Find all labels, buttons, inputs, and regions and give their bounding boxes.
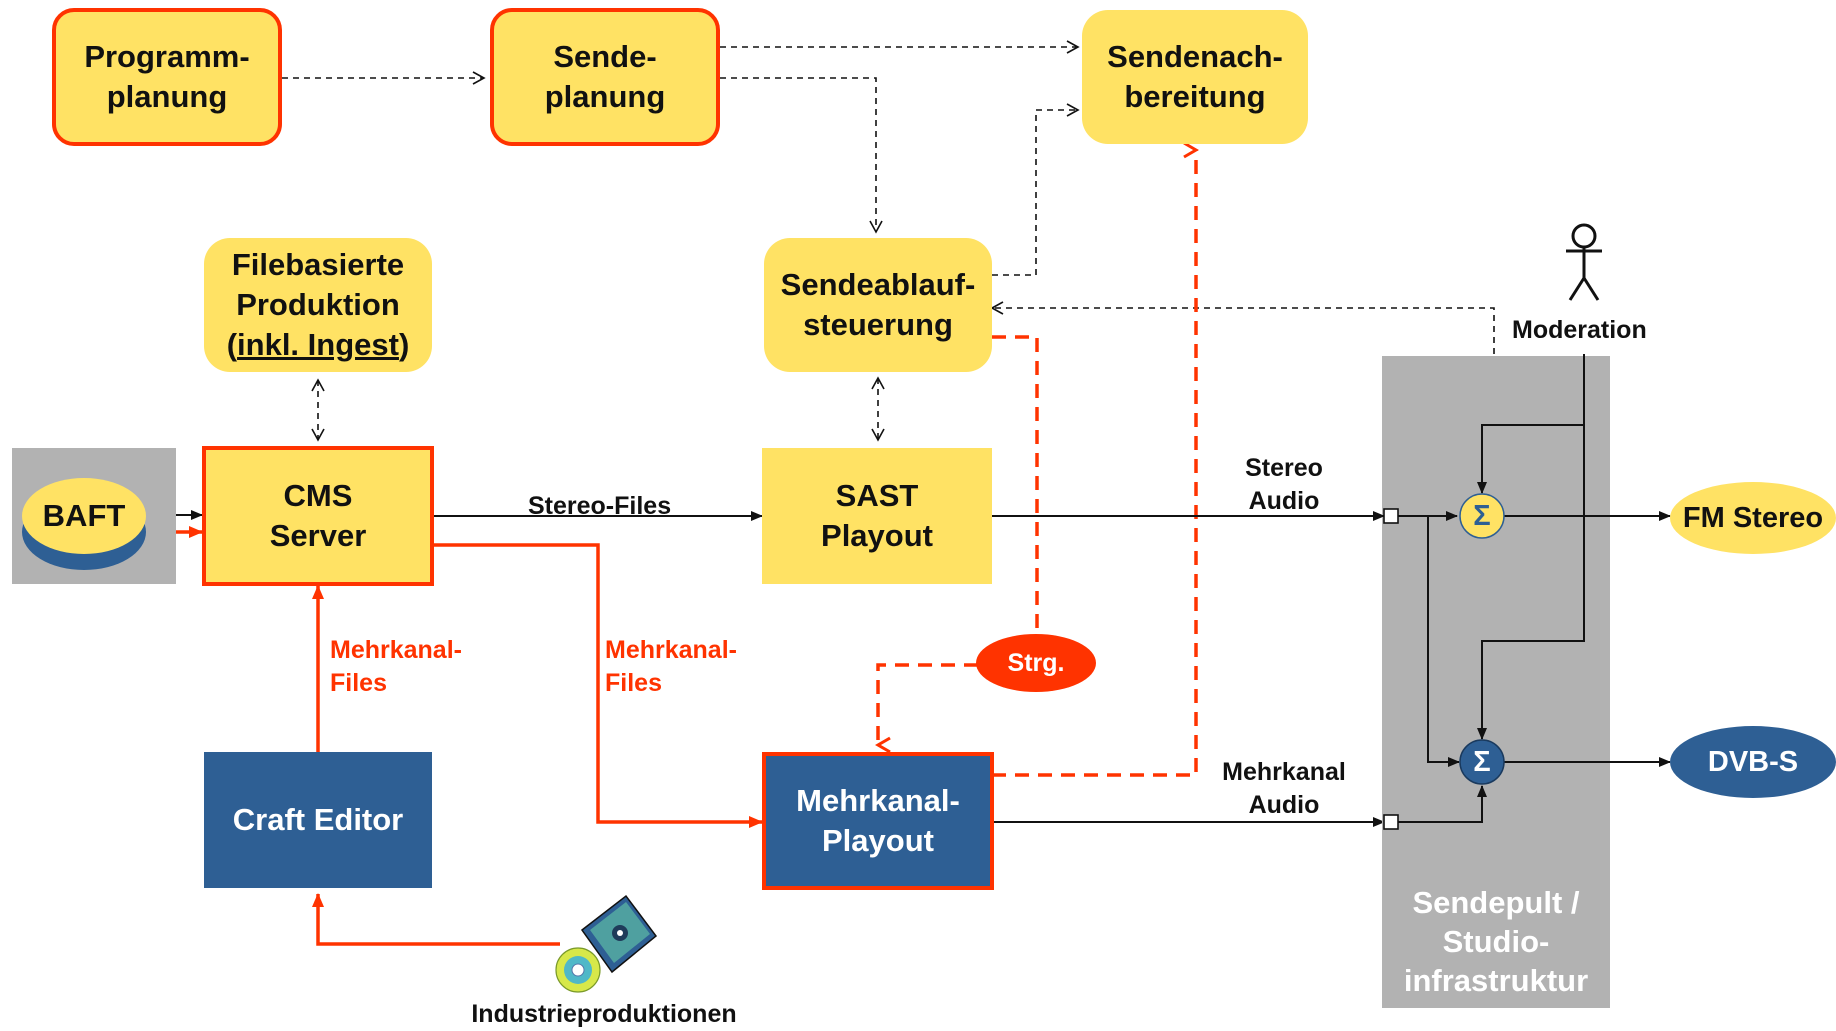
node-sendenachbereitung[interactable]: Sendenach- bereitung xyxy=(1082,10,1308,144)
node-sendeablaufsteuerung[interactable]: Sendeablauf- steuerung xyxy=(764,238,992,372)
filebasiert-line3: (inkl. Ingest) xyxy=(226,327,410,363)
label-stereo-files: Stereo-Files xyxy=(528,492,672,520)
node-craft-editor[interactable]: Craft Editor xyxy=(204,752,432,888)
panel-moderation-to-sum2 xyxy=(1477,425,1585,740)
sum-node-stereo xyxy=(1459,493,1505,539)
label-mehrkanal-files-mid: Mehrkanal- Files xyxy=(605,636,737,697)
dashed-control-flows xyxy=(875,141,1199,777)
sum-symbol-mehrkanal: Σ xyxy=(1473,746,1491,778)
sum-symbol-stereo: Σ xyxy=(1473,500,1491,532)
label-industrieproduktionen: Industrieproduktionen xyxy=(471,1000,737,1028)
baft-disk-icon xyxy=(22,478,146,570)
node-sast-playout[interactable]: SAST Playout xyxy=(762,448,992,584)
sendepult-label: Sendepult / Studio- infrastruktur xyxy=(1403,885,1589,998)
ingest-link[interactable]: inkl. Ingest xyxy=(237,327,399,363)
moderation-label: Moderation xyxy=(1512,316,1647,344)
panel-moderation-to-sum1 xyxy=(1477,356,1585,494)
label-mehrkanal-audio: Mehrkanal Audio xyxy=(1222,758,1346,819)
filebasiert-line1: Filebasierte xyxy=(231,246,405,282)
baft-label[interactable]: BAFT xyxy=(42,498,126,533)
node-cms-server[interactable]: CMS Server xyxy=(202,446,434,586)
flow-industrie-to-craft xyxy=(312,893,560,946)
control-strg-to-mehrkanal xyxy=(875,663,978,754)
cd-icon xyxy=(555,947,601,993)
dvb-s-output[interactable]: DVB-S xyxy=(1670,726,1836,798)
node-filebasierte-produktion[interactable]: Filebasierte Produktion (inkl. Ingest) xyxy=(204,238,432,372)
label-stereo-audio: Stereo Audio xyxy=(1245,454,1323,515)
node-sendeplanung[interactable]: Sende- planung xyxy=(490,8,720,146)
dashed-info-flows xyxy=(282,40,1495,442)
arrow-sendeablauf-to-sendenachbereitung xyxy=(992,103,1080,276)
flow-cms-to-mehrkanal xyxy=(434,543,763,828)
label-mehrkanal-files-left: Mehrkanal- Files xyxy=(330,636,462,697)
sum-node-mehrkanal xyxy=(1459,739,1505,785)
node-mehrkanal-playout[interactable]: Mehrkanal- Playout xyxy=(762,752,994,890)
fm-stereo-output[interactable]: FM Stereo xyxy=(1670,482,1836,554)
sendepult-panel xyxy=(1382,356,1610,1008)
strg-ellipse[interactable]: Strg. xyxy=(976,634,1096,692)
panel-port2-to-sum2 xyxy=(1398,785,1487,823)
panel-port1-to-sum2 xyxy=(1427,516,1460,767)
arrow-moderation-sendeablauf xyxy=(990,301,1495,354)
node-programmplanung[interactable]: Programm- planung xyxy=(52,8,282,146)
stick-figure-icon xyxy=(1566,223,1602,301)
arrow-sendeplanung-to-sendeablauf xyxy=(720,77,883,234)
cd-case-icon xyxy=(580,894,658,974)
filebasiert-line2: Produktion xyxy=(236,286,400,322)
